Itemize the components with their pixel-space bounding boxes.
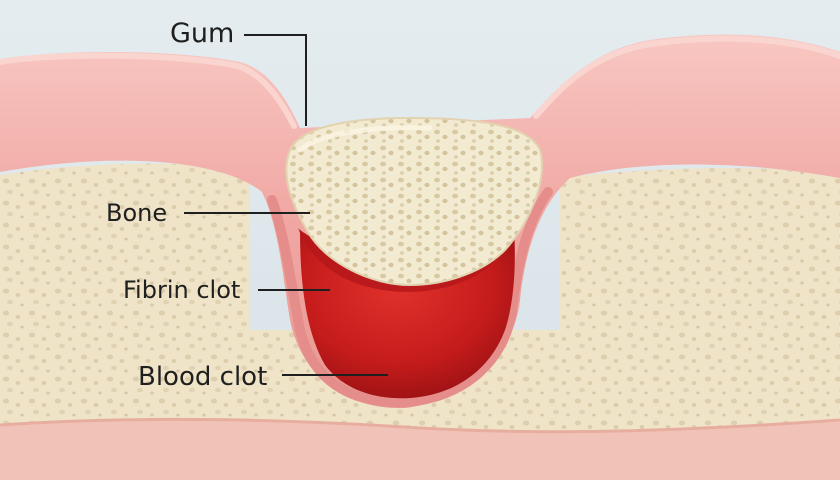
- blood-clot-label: Blood clot: [138, 362, 268, 392]
- fibrin-clot-label: Fibrin clot: [123, 276, 241, 304]
- bone-label: Bone: [106, 199, 168, 227]
- bone-plug-shine: [297, 125, 433, 153]
- lower-gum: [0, 419, 840, 480]
- bone-plug: [285, 116, 543, 287]
- socket-lining: [267, 187, 553, 408]
- gum-highlight: [0, 52, 297, 129]
- gum-label: Gum: [170, 18, 235, 49]
- lower-gum-edge: [0, 417, 840, 434]
- gum-highlight-right: [533, 35, 840, 119]
- gum-leader-line: [244, 34, 307, 126]
